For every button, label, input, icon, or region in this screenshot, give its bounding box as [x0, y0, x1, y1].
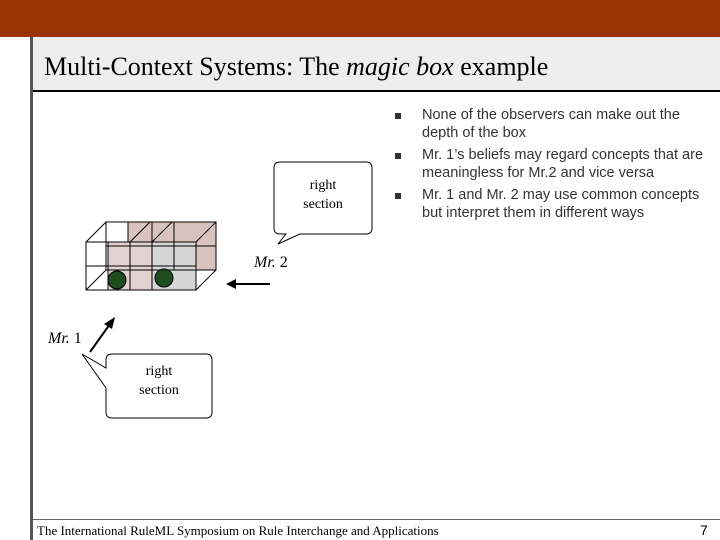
mr2-italic: Mr. [254, 254, 276, 271]
ball-left [107, 270, 127, 290]
mr1-arrowhead [104, 317, 115, 329]
mr1-arrow [89, 323, 111, 353]
mr2-num: 2 [275, 254, 288, 271]
top-accent-bar [0, 0, 720, 37]
bullet-list: None of the observers can make out the d… [390, 106, 715, 226]
bubble-bottom-line1: right [145, 364, 173, 379]
bullet-item: None of the observers can make out the d… [390, 106, 715, 142]
mr2-label: Mr. 2 [254, 254, 288, 272]
title-end: example [453, 52, 549, 81]
bubble-top-text: right section [274, 176, 372, 214]
footer-rule [33, 519, 720, 520]
title-underline [33, 90, 720, 92]
mr1-num: 1 [69, 330, 82, 347]
footer-text: The International RuleML Symposium on Ru… [37, 523, 439, 538]
mr1-italic: Mr. [48, 330, 70, 347]
page-number: 7 [700, 522, 708, 538]
ball-right [154, 268, 174, 288]
speech-bubble-bottom [81, 353, 213, 419]
title-band [30, 37, 720, 92]
title-main: Multi-Context Systems: The [44, 52, 347, 81]
title-italic: magic box [346, 52, 454, 81]
bubble-bottom-text: right section [106, 362, 212, 400]
left-rule [30, 90, 33, 540]
slide-title: Multi-Context Systems: The magic box exa… [44, 52, 548, 82]
speech-bubble-top [273, 161, 373, 245]
bullet-item: Mr. 1 and Mr. 2 may use common concepts … [390, 186, 715, 222]
mr1-label: Mr. 1 [48, 330, 82, 348]
bubble-top-line1: right [309, 178, 337, 193]
magic-box [85, 221, 217, 291]
mr2-arrowhead [226, 279, 236, 289]
bubble-top-line2: section [303, 197, 343, 212]
bubble-bottom-line2: section [139, 383, 179, 398]
bullet-item: Mr. 1’s beliefs may regard concepts that… [390, 146, 715, 182]
